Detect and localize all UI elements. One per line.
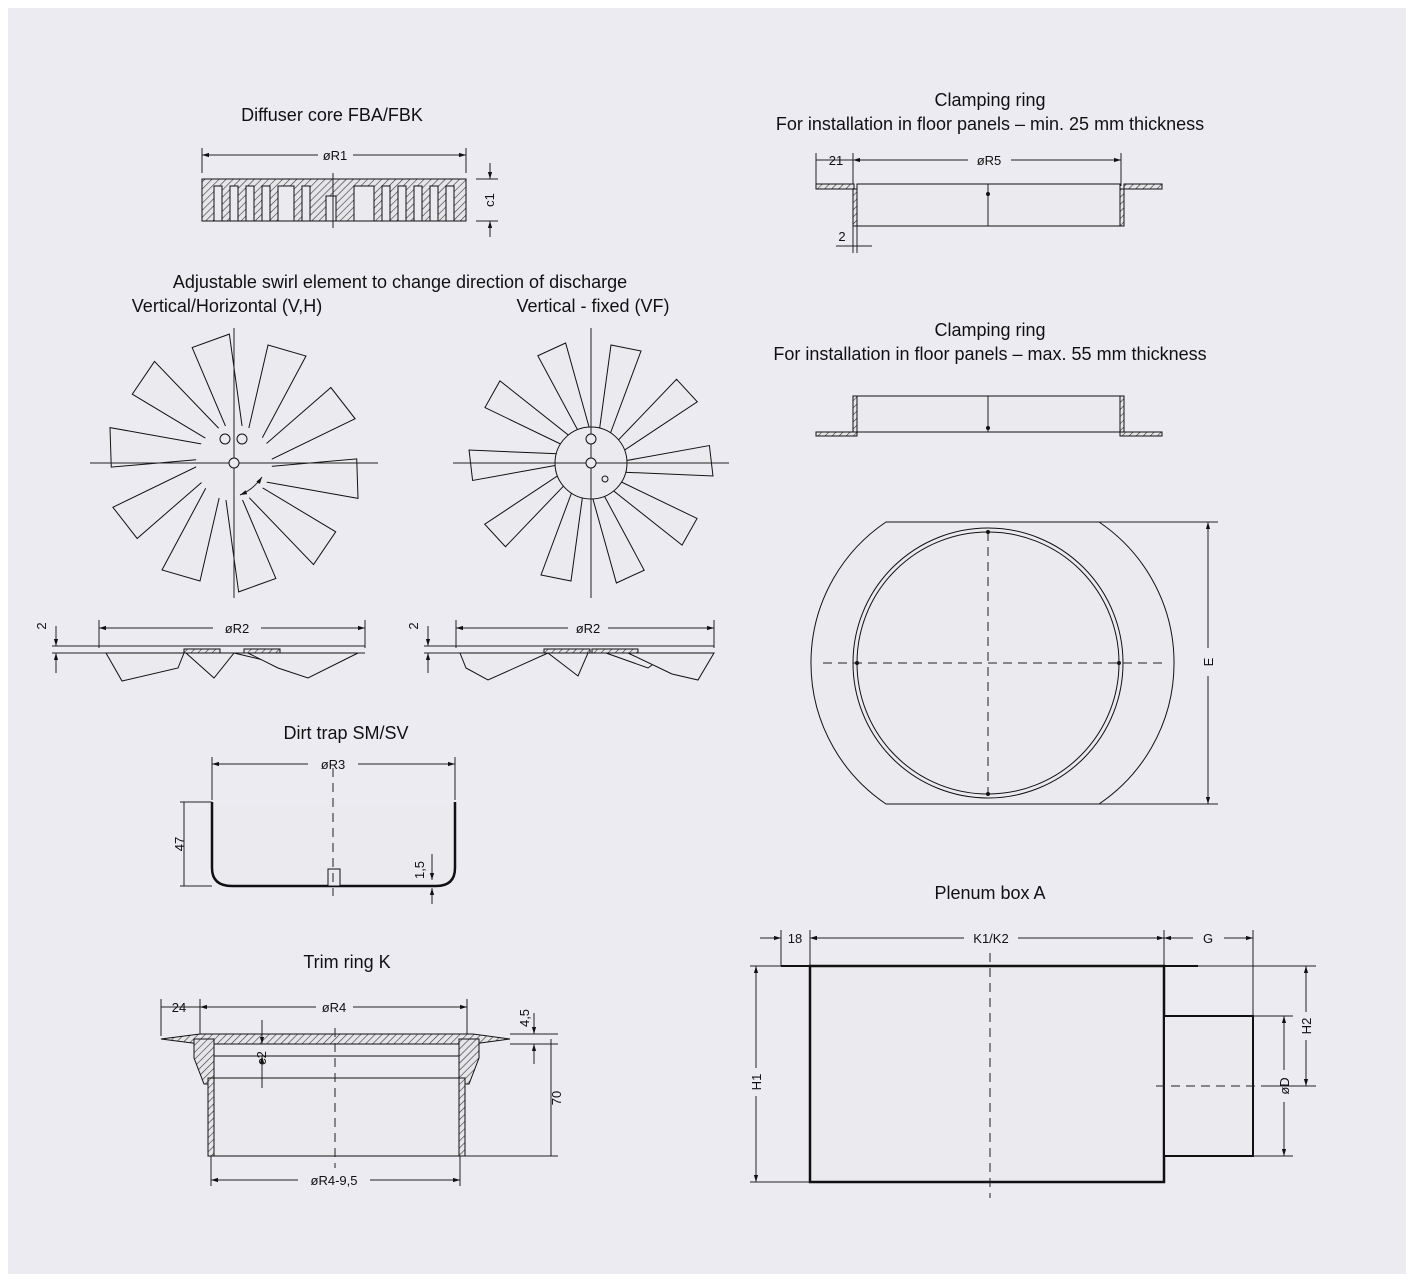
swirl-vf-subtitle: Vertical - fixed (VF) <box>516 296 669 316</box>
trim-ring-drawing: 24 øR4 c2 4,5 70 øR4-9,5 <box>160 999 564 1188</box>
swirl-element-vf <box>453 328 729 598</box>
dim-d: øD <box>1277 1077 1292 1094</box>
clamping-ring-top-view: E <box>810 521 1218 805</box>
trim-ring-title: Trim ring K <box>303 952 390 972</box>
dim-18: 18 <box>788 931 802 946</box>
dim-h2: H2 <box>1299 1018 1314 1035</box>
swirl-vh-subtitle: Vertical/Horizontal (V,H) <box>132 296 322 316</box>
dim-4-5: 4,5 <box>517 1009 532 1027</box>
swirl-side-view-left: øR2 2 <box>34 620 366 682</box>
dim-e: E <box>1201 657 1216 666</box>
dim-21: 21 <box>829 153 843 168</box>
swirl-element-title: Adjustable swirl element to change direc… <box>173 272 627 292</box>
dim-2-left: 2 <box>34 622 49 629</box>
swirl-element-vh <box>90 328 378 598</box>
clamping-ring-1-drawing: 21 øR5 2 <box>815 153 1163 253</box>
dim-70: 70 <box>549 1091 564 1105</box>
dim-r1: øR1 <box>323 148 348 163</box>
dim-r2-right: øR2 <box>576 621 601 636</box>
clamping-ring-1-subtitle: For installation in floor panels – min. … <box>776 114 1204 134</box>
dim-2-clamp: 2 <box>838 229 845 244</box>
diffuser-core-title: Diffuser core FBA/FBK <box>241 105 423 125</box>
dim-47: 47 <box>172 837 187 851</box>
drawing-sheet: Diffuser core FBA/FBK Adjustable swirl e… <box>8 8 1406 1274</box>
clamping-ring-1-title: Clamping ring <box>934 90 1045 110</box>
clamping-ring-2-title: Clamping ring <box>934 320 1045 340</box>
dim-r5: øR5 <box>977 153 1002 168</box>
dim-r4: øR4 <box>322 1000 347 1015</box>
technical-drawing: Diffuser core FBA/FBK Adjustable swirl e… <box>34 90 1316 1198</box>
dim-24: 24 <box>172 1000 186 1015</box>
clamping-ring-2-subtitle: For installation in floor panels – max. … <box>773 344 1206 364</box>
dim-k1-k2: K1/K2 <box>973 931 1008 946</box>
dirt-trap-drawing: øR3 47 1,5 <box>172 757 457 904</box>
diffuser-core-drawing: øR1 c1 <box>201 148 498 237</box>
plenum-box-drawing: 18 K1/K2 G H1 H2 øD <box>749 930 1316 1198</box>
dirt-trap-title: Dirt trap SM/SV <box>283 723 408 743</box>
clamping-ring-2-drawing <box>815 395 1163 437</box>
dim-r4-9-5: øR4-9,5 <box>311 1173 358 1188</box>
plenum-box-title: Plenum box A <box>934 883 1045 903</box>
dim-g: G <box>1203 931 1213 946</box>
swirl-side-view-right: øR2 2 <box>406 620 715 681</box>
dim-c1: c1 <box>482 193 497 207</box>
dim-c2: c2 <box>254 1051 269 1065</box>
dim-1-5: 1,5 <box>412 861 427 879</box>
dim-2-right: 2 <box>406 622 421 629</box>
dim-r2-left: øR2 <box>225 621 250 636</box>
dim-h1: H1 <box>749 1074 764 1091</box>
dim-r3: øR3 <box>321 757 346 772</box>
